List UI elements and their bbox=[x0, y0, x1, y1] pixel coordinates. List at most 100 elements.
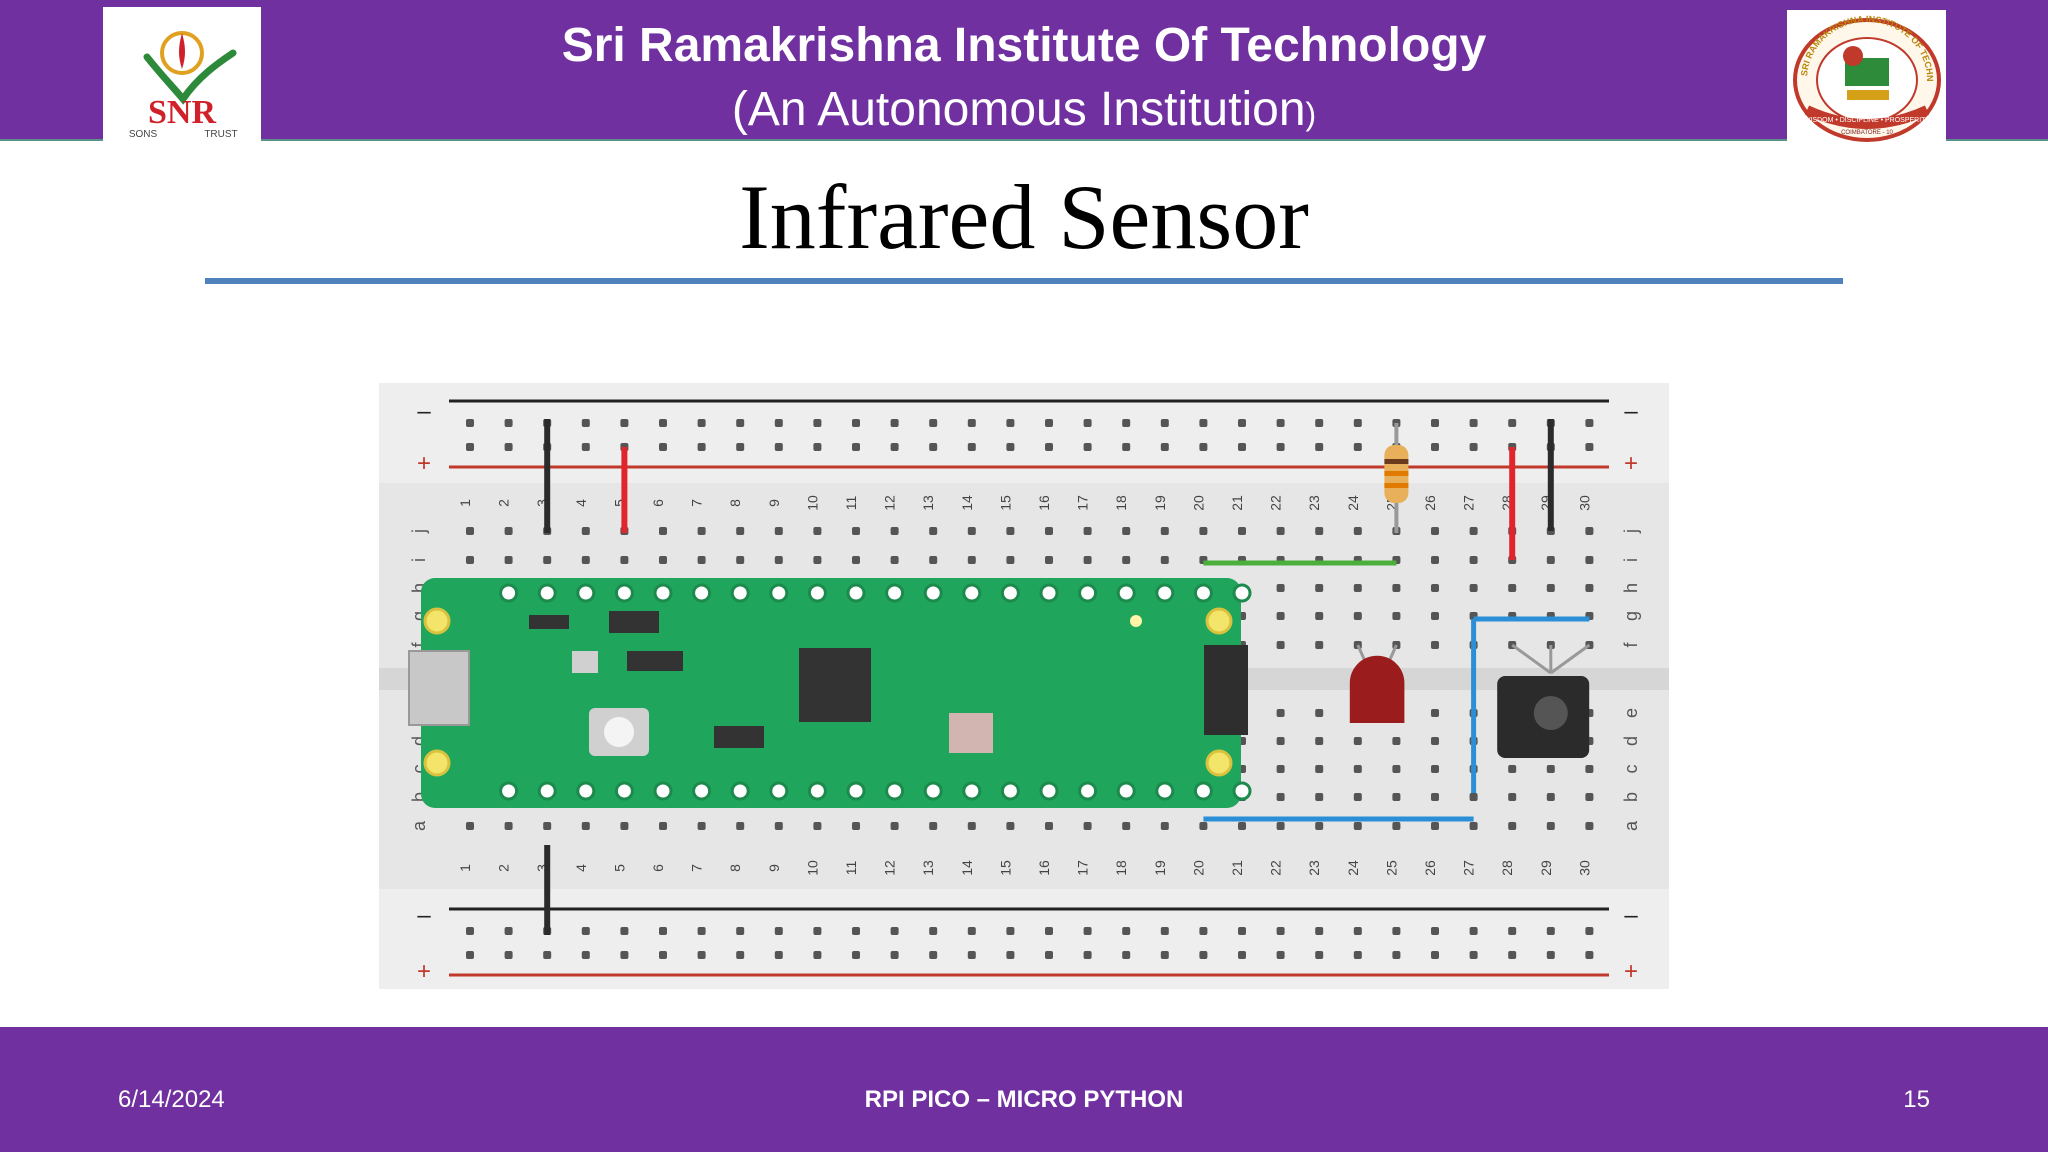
column-number: 28 bbox=[1499, 860, 1515, 876]
rail-hole bbox=[736, 419, 745, 427]
hole bbox=[774, 822, 783, 830]
hole bbox=[736, 527, 745, 535]
hole bbox=[1431, 556, 1439, 564]
pico-pin bbox=[807, 781, 827, 801]
hole bbox=[1469, 584, 1478, 592]
footer-course-title: RPI PICO – MICRO PYTHON bbox=[864, 1086, 1184, 1113]
rail-hole bbox=[697, 443, 706, 451]
svg-text:SNR: SNR bbox=[148, 94, 216, 131]
pico-pin bbox=[769, 781, 789, 801]
rail-hole bbox=[890, 443, 899, 451]
column-number: 23 bbox=[1306, 860, 1322, 876]
column-number: 4 bbox=[573, 864, 589, 872]
rail-hole bbox=[1585, 419, 1594, 427]
column-number: 24 bbox=[1345, 860, 1361, 876]
column-number: 8 bbox=[727, 499, 743, 507]
hole bbox=[1122, 822, 1131, 830]
hole bbox=[1469, 793, 1478, 801]
column-number: 18 bbox=[1113, 860, 1129, 876]
hole bbox=[1238, 527, 1246, 535]
column-number: 5 bbox=[611, 499, 627, 507]
rp2040-chip bbox=[799, 648, 871, 722]
rail-hole bbox=[1546, 927, 1555, 935]
rail-hole bbox=[813, 419, 822, 427]
pico-pin bbox=[576, 583, 596, 603]
column-number: 16 bbox=[1036, 495, 1052, 511]
rail-hole bbox=[466, 951, 474, 959]
hole bbox=[1431, 612, 1439, 620]
rail-hole bbox=[1469, 927, 1478, 935]
rail-hole bbox=[813, 951, 822, 959]
rail-hole bbox=[1585, 443, 1594, 451]
column-number: 14 bbox=[959, 860, 975, 876]
rail-hole bbox=[620, 927, 629, 935]
rail-hole bbox=[1353, 927, 1362, 935]
column-number: 16 bbox=[1036, 860, 1052, 876]
svg-text:TRUST: TRUST bbox=[204, 129, 237, 140]
hole bbox=[1276, 709, 1285, 717]
hole bbox=[1276, 641, 1285, 649]
column-number: 20 bbox=[1190, 495, 1206, 511]
hole bbox=[1392, 765, 1401, 773]
pico-pin bbox=[1155, 583, 1175, 603]
pico-pin bbox=[692, 781, 712, 801]
resistor-band bbox=[1384, 459, 1409, 464]
rail-hole bbox=[1469, 443, 1478, 451]
srit-emblem-icon: SRI RAMAKRISHNA INSTITUTE OF TECHNOLOGY … bbox=[1783, 2, 1941, 142]
row-letter: d bbox=[1621, 736, 1641, 746]
rail-hole bbox=[967, 419, 976, 427]
pico-pin bbox=[614, 583, 634, 603]
hole bbox=[1431, 709, 1439, 717]
rail-hole bbox=[1276, 443, 1285, 451]
pico-pin bbox=[730, 781, 750, 801]
pico-pin bbox=[1232, 583, 1252, 603]
rail-hole bbox=[1006, 927, 1015, 935]
rail-hole bbox=[581, 419, 590, 427]
pico-pin bbox=[962, 781, 982, 801]
hole bbox=[697, 556, 706, 564]
status-led bbox=[1130, 615, 1142, 627]
hole bbox=[890, 556, 899, 564]
hole bbox=[1431, 641, 1439, 649]
rail-hole bbox=[852, 419, 860, 427]
rail-hole bbox=[1199, 419, 1208, 427]
rail-hole bbox=[1083, 927, 1092, 935]
hole bbox=[852, 822, 860, 830]
ir-receiver-lead bbox=[1511, 643, 1552, 675]
rail-hole bbox=[1431, 927, 1439, 935]
hole bbox=[504, 822, 513, 830]
column-number: 27 bbox=[1461, 860, 1477, 876]
hole bbox=[1006, 822, 1015, 830]
row-letter: f bbox=[409, 642, 429, 648]
rail-hole bbox=[1392, 951, 1401, 959]
rail-hole bbox=[1160, 419, 1169, 427]
hole bbox=[1160, 822, 1169, 830]
pico-pin bbox=[692, 583, 712, 603]
header-bar bbox=[0, 0, 2048, 141]
pico-pin bbox=[1039, 781, 1059, 801]
rail-hole bbox=[543, 951, 552, 959]
svg-text:WISDOM • DISCIPLINE • PROSPERI: WISDOM • DISCIPLINE • PROSPERITY bbox=[1804, 117, 1931, 124]
rail-hole bbox=[1276, 419, 1285, 427]
rail-hole bbox=[1160, 443, 1169, 451]
rail-hole bbox=[1083, 419, 1092, 427]
debug-header bbox=[1204, 645, 1248, 735]
pico-pin bbox=[730, 583, 750, 603]
hole bbox=[1276, 737, 1285, 745]
rail-hole bbox=[697, 927, 706, 935]
rail-hole bbox=[890, 419, 899, 427]
hole bbox=[1546, 822, 1555, 830]
hole bbox=[1585, 527, 1594, 535]
pico-ic bbox=[609, 611, 659, 633]
rail-hole bbox=[466, 927, 474, 935]
column-number: 5 bbox=[611, 864, 627, 872]
rail-hole bbox=[813, 927, 822, 935]
rail-hole bbox=[1238, 443, 1246, 451]
rail-hole bbox=[736, 951, 745, 959]
hole bbox=[1238, 822, 1246, 830]
rail-hole bbox=[929, 419, 938, 427]
rail-hole bbox=[1006, 443, 1015, 451]
ir-receiver-lens bbox=[1533, 696, 1568, 730]
rail-hole bbox=[504, 419, 513, 427]
hole bbox=[1045, 556, 1053, 564]
